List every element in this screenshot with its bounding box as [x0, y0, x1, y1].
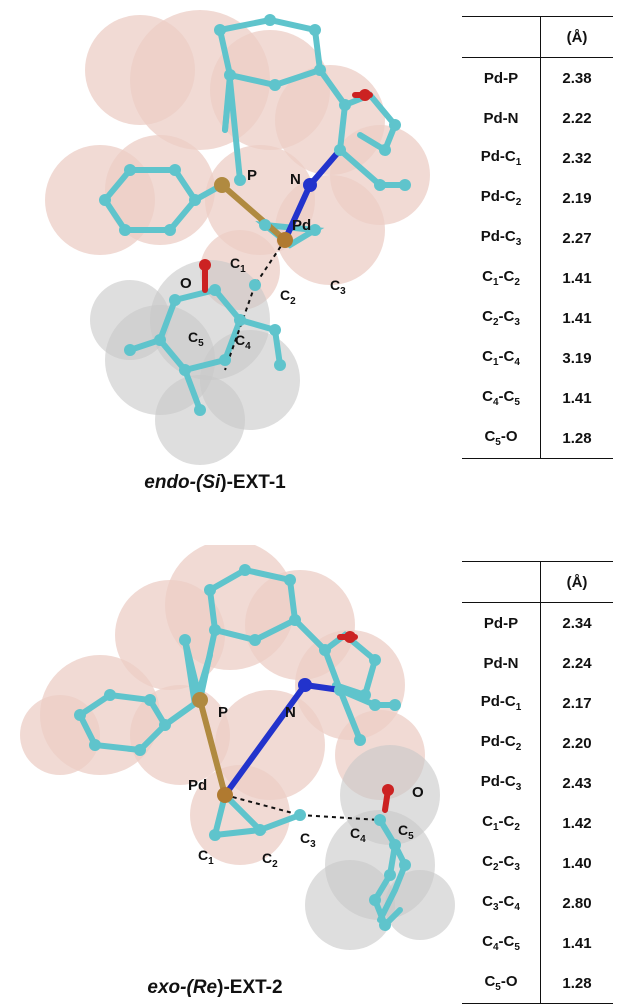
palladium-atom	[277, 232, 293, 248]
table-header-bond	[462, 561, 541, 603]
bond-length: 1.28	[540, 963, 613, 1004]
phosphorus-atom	[214, 177, 230, 193]
table-row: Pd-C3 2.43	[462, 763, 613, 803]
bond-length: 2.38	[540, 57, 613, 98]
bond-label: C1-C2	[482, 813, 520, 833]
bond-label: Pd-C3	[480, 228, 522, 248]
molecule-endo-ext-1: P N Pd O C1 C2 C3 C4 C5	[45, 10, 430, 465]
nitrogen-atom	[303, 178, 317, 192]
table-row: C1-C4 3.19	[462, 338, 613, 378]
table-row: Pd-C1 2.32	[462, 138, 613, 178]
table-row: Pd-C1 2.17	[462, 683, 613, 723]
label-pd: Pd	[292, 217, 311, 234]
bond-label: C2-C3	[482, 308, 520, 328]
bond-length: 2.20	[540, 723, 613, 763]
bond-label: C5-O	[462, 963, 541, 1004]
bond-length: 2.34	[540, 602, 613, 643]
table-header-unit: (Å)	[540, 16, 613, 58]
bond-label: C4-C5	[482, 933, 520, 953]
carbon-atoms	[74, 564, 411, 931]
nitrogen-atom	[298, 678, 312, 692]
bond-label: Pd-C3	[480, 773, 522, 793]
oxygen-atom	[382, 784, 394, 796]
bond-label: Pd-C1	[480, 148, 522, 168]
bond-length: 2.22	[540, 98, 613, 138]
panel-endo: P N Pd O C1 C2 C3 C4 C5 endo-(Si)-EXT-1 …	[0, 0, 621, 500]
table-row: Pd-C2 2.20	[462, 723, 613, 763]
oxazoline-oxygen-atom	[344, 631, 356, 643]
table-row: Pd-N 2.24	[462, 643, 613, 683]
panel-exo: P N Pd O C1 C2 C3 C4 C5 exo-(Re)-EXT-2 (…	[0, 545, 621, 1006]
oxazoline-oxygen-atom	[359, 89, 371, 101]
table-row: C3-C4 2.80	[462, 883, 613, 923]
table-header-unit: (Å)	[540, 561, 613, 603]
palladium-atom	[217, 787, 233, 803]
bond-length: 1.40	[540, 843, 613, 883]
caption-exo: exo-(Re)-EXT-2	[147, 977, 283, 998]
bond-length: 3.19	[540, 338, 613, 378]
table-row: C4-C5 1.41	[462, 378, 613, 418]
bond-label: Pd-P	[483, 614, 519, 632]
bond-length: 2.17	[540, 683, 613, 723]
bond-label: C1-C4	[482, 348, 520, 368]
bond-length: 1.41	[540, 923, 613, 963]
caption-endo: endo-(Si)-EXT-1	[144, 472, 286, 493]
bond-label: Pd-N	[483, 109, 519, 127]
table-row: C2-C3 1.40	[462, 843, 613, 883]
table-row: C1-C2 1.41	[462, 258, 613, 298]
bond-length: 1.41	[540, 378, 613, 418]
bond-length: 1.28	[540, 418, 613, 459]
bond-length: 2.43	[540, 763, 613, 803]
bond-label: Pd-P	[483, 69, 519, 87]
label-n: N	[290, 171, 301, 188]
carbon-atoms	[99, 14, 411, 416]
bond-label: C3-C4	[482, 893, 520, 913]
label-n: N	[285, 704, 296, 721]
bond-label: C1-C2	[482, 268, 520, 288]
label-o: O	[180, 275, 192, 292]
bond-label: Pd-N	[483, 654, 519, 672]
bond-length: 1.41	[540, 258, 613, 298]
table-row: Pd-C2 2.19	[462, 178, 613, 218]
label-c2: C2	[280, 287, 296, 307]
table-row: C1-C2 1.42	[462, 803, 613, 843]
bond-label: C4-C5	[482, 388, 520, 408]
bond-label: C5-O	[462, 418, 541, 459]
molecule-exo-ext-2: P N Pd O C1 C2 C3 C4 C5	[20, 545, 455, 950]
substrate-surface	[90, 260, 300, 465]
table-row: Pd-P 2.34	[462, 602, 613, 643]
oxygen-atom	[199, 259, 211, 271]
bond-length: 2.19	[540, 178, 613, 218]
label-p: P	[247, 167, 257, 184]
label-c2: C2	[262, 850, 278, 870]
table-header-bond	[462, 16, 541, 58]
bond-length: 2.27	[540, 218, 613, 258]
table-row: C2-C3 1.41	[462, 298, 613, 338]
bond-length: 2.24	[540, 643, 613, 683]
table-row: C4-C5 1.41	[462, 923, 613, 963]
bond-label: Pd-C1	[480, 693, 522, 713]
table-row: Pd-P 2.38	[462, 57, 613, 98]
bond-label: Pd-C2	[480, 188, 522, 208]
vdw-surface	[45, 10, 430, 310]
bond-length: 2.32	[540, 138, 613, 178]
table-row: Pd-C3 2.27	[462, 218, 613, 258]
label-pd: Pd	[188, 777, 207, 794]
label-c3: C3	[300, 830, 316, 850]
bond-length: 1.42	[540, 803, 613, 843]
phosphorus-atom	[192, 692, 208, 708]
bond-length: 2.80	[540, 883, 613, 923]
bond-label: Pd-C2	[480, 733, 522, 753]
label-o: O	[412, 784, 424, 801]
bond-label: C2-C3	[482, 853, 520, 873]
bond-length: 1.41	[540, 298, 613, 338]
table-row: Pd-N 2.22	[462, 98, 613, 138]
label-p: P	[218, 704, 228, 721]
